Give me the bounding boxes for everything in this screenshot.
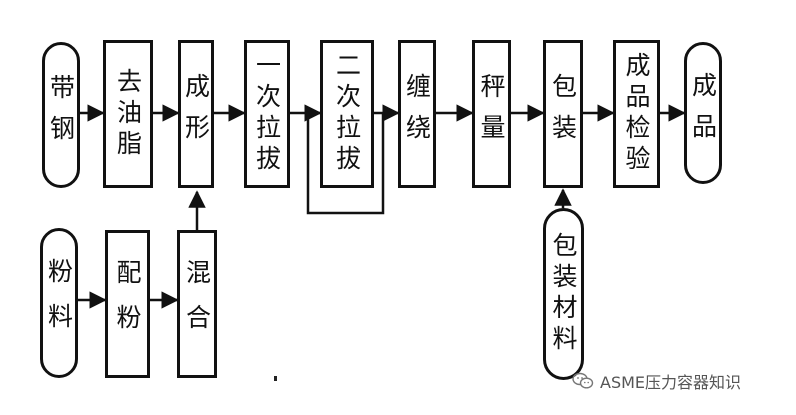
node-label: 成品 xyxy=(688,72,718,154)
node-finished-product: 成品 xyxy=(684,42,722,184)
node-powder: 粉料 xyxy=(40,228,78,378)
node-blending: 混合 xyxy=(177,230,217,378)
node-packing: 包装 xyxy=(543,40,583,188)
node-label: 粉料 xyxy=(44,258,74,348)
node-second-drawing: 二次拉拔 xyxy=(320,40,374,188)
watermark-text: ASME压力容器知识 xyxy=(600,373,742,392)
node-label: 一次拉拔 xyxy=(252,52,282,176)
node-label: 成形 xyxy=(181,73,211,155)
node-label: 秤量 xyxy=(477,73,506,155)
node-coiling: 缠绕 xyxy=(398,40,436,188)
node-final-inspection: 成品检验 xyxy=(613,40,660,188)
node-label: 缠绕 xyxy=(402,73,432,155)
node-degrease: 去油脂 xyxy=(103,40,153,188)
bypass-line xyxy=(306,113,385,215)
node-first-drawing: 一次拉拔 xyxy=(244,40,290,188)
node-weighing: 秤量 xyxy=(472,40,511,188)
node-label: 二次拉拔 xyxy=(332,52,362,176)
stray-mark xyxy=(274,376,277,381)
node-packing-material: 包装材料 xyxy=(543,208,584,380)
wechat-icon xyxy=(572,372,594,389)
node-label: 配粉 xyxy=(113,259,142,349)
node-forming: 成形 xyxy=(178,40,214,188)
node-label: 成品检验 xyxy=(622,52,651,176)
node-label: 包装 xyxy=(548,73,578,155)
node-label: 包装材料 xyxy=(549,232,578,356)
node-label: 去油脂 xyxy=(113,67,143,161)
node-powder-mixing: 配粉 xyxy=(105,230,150,378)
node-label: 混合 xyxy=(182,259,212,349)
node-label: 带钢 xyxy=(46,74,76,156)
node-strip-steel: 带钢 xyxy=(42,42,80,188)
watermark: ASME压力容器知识 xyxy=(572,368,741,394)
